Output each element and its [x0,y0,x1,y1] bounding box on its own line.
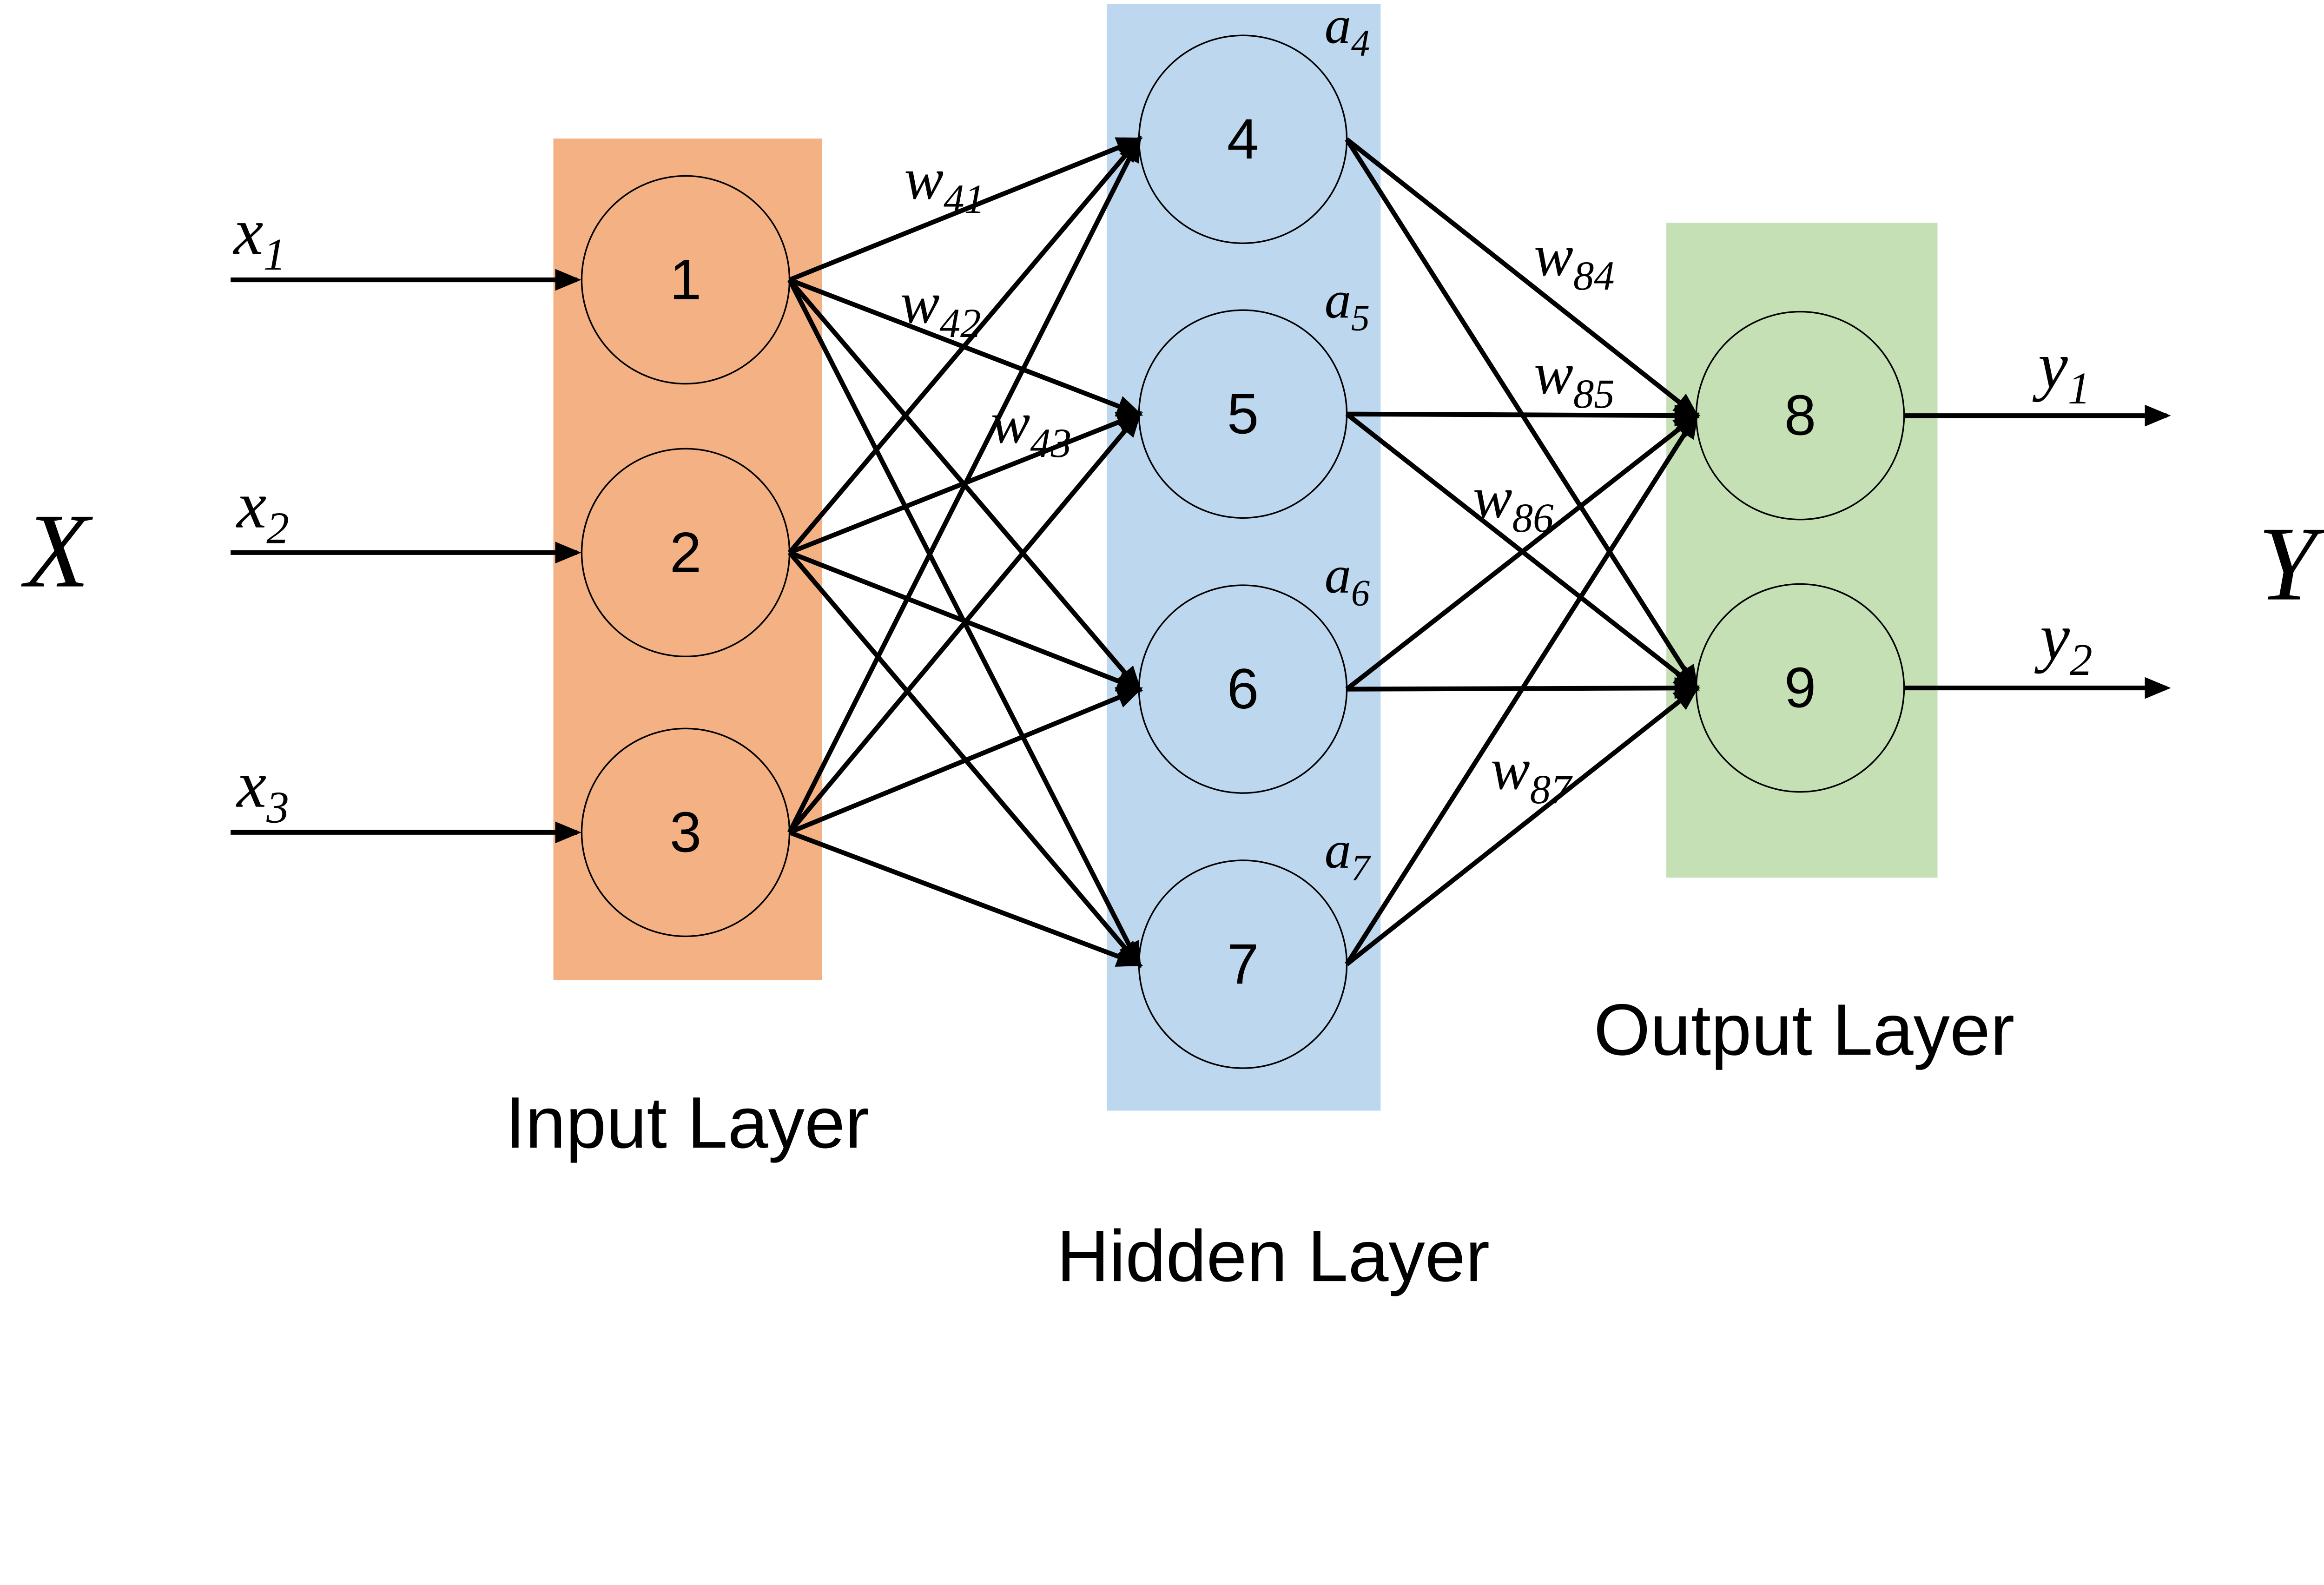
output-label-y1: y1 [2032,329,2091,414]
band-input-label: Input Layer [505,1082,870,1163]
weight-label-w85-base: w [1534,342,1573,407]
input-label-x2-subscript: 2 [266,503,289,553]
output-label-y2: y2 [2034,600,2093,685]
node-2-circle [581,448,791,658]
activation-label-a6-subscript: 6 [1351,572,1370,614]
edge-3-4 [787,135,1142,834]
input-label-x3-subscript: 3 [266,783,289,833]
edge-3-6 [788,687,1143,835]
weight-label-w85: w85 [1534,342,1615,417]
node-2-label: 2 [670,521,701,584]
weight-label-w87: w87 [1491,737,1573,812]
node-4-circle [1138,34,1348,244]
input-label-x3: x3 [236,748,289,833]
input-label-x2: x2 [236,469,289,554]
node-9-label: 9 [1784,656,1816,720]
edge-3-7 [788,830,1143,967]
node-8-label: 8 [1784,384,1816,448]
output-label-y2-subscript: 2 [2070,635,2093,685]
weight-label-w41: w41 [904,147,985,222]
node-4-label: 4 [1227,107,1259,171]
node-1-label: 1 [670,248,701,312]
edge-7-8 [1345,412,1699,966]
edge-6-8 [1345,413,1700,691]
node-7-label: 7 [1227,932,1259,996]
weight-label-w87-subscript: 87 [1530,767,1573,812]
node-9-circle [1695,583,1905,793]
weight-label-w86-subscript: 86 [1512,495,1554,541]
weight-label-w84-base: w [1534,224,1573,289]
weight-label-w41-subscript: 41 [944,177,985,222]
node-3-label: 3 [670,800,701,864]
band-input-rect [553,139,822,980]
node-6-circle [1138,584,1348,794]
node-7-circle [1138,859,1348,1069]
activation-label-a6-base: a [1325,545,1351,604]
activation-label-a4-subscript: 4 [1351,22,1370,64]
side-label-X: X [21,492,93,610]
node-8-circle [1695,310,1905,521]
activation-label-a5: a5 [1325,270,1370,338]
activation-label-a6: a6 [1325,545,1370,614]
output-label-y1-base: y [2032,329,2068,403]
weight-label-w84: w84 [1534,224,1615,299]
edge-3-5 [787,410,1142,834]
input-label-x2-base: x [236,469,266,542]
side-label-Y: Y [2258,505,2324,623]
weight-label-w86-base: w [1473,465,1512,530]
weight-label-w43-base: w [991,391,1030,456]
output-label-y2-base: y [2034,600,2070,674]
activation-label-a7-subscript: 7 [1351,847,1371,889]
weight-label-w42: w42 [900,271,981,346]
output-label-y1-subscript: 1 [2068,363,2091,414]
input-label-x1-base: x [233,195,264,269]
node-5-label: 5 [1227,382,1259,446]
band-hidden-label: Hidden Layer [1056,1215,1490,1297]
activation-label-a5-base: a [1325,270,1351,329]
node-6-label: 6 [1227,657,1259,721]
edge-7-9 [1345,685,1700,966]
input-label-x1: x1 [233,195,286,280]
activation-label-a7-base: a [1325,820,1351,879]
edge-2-4 [787,136,1142,555]
edge-1-4 [788,137,1143,282]
node-1-circle [581,175,791,385]
weight-label-w85-subscript: 85 [1573,371,1615,417]
weight-label-w43: w43 [991,391,1072,466]
edge-5-8 [1347,404,1701,427]
node-3-circle [581,727,791,938]
activation-label-a7: a7 [1325,820,1371,889]
weight-label-w87-base: w [1491,737,1530,802]
node-5-circle [1138,309,1348,519]
activation-label-a5-subscript: 5 [1351,297,1370,338]
input-label-x3-base: x [236,748,266,822]
weight-label-w42-subscript: 42 [940,301,981,346]
activation-label-a4-base: a [1325,0,1351,54]
activation-label-a4: a4 [1325,0,1370,64]
weight-label-w43-subscript: 43 [1030,421,1071,466]
input-label-x1-subscript: 1 [263,230,286,280]
weight-label-w84-subscript: 84 [1573,253,1615,299]
neural-network-diagram: 123456789w41w42w43w84w85w86w87a4a5a6a7x1… [20,0,2324,1297]
weight-label-w86: w86 [1473,465,1554,541]
weight-label-w42-base: w [900,271,940,336]
band-output-rect [1666,223,1938,878]
band-output-label: Output Layer [1594,989,2015,1070]
weight-label-w41-base: w [904,147,944,212]
edge-4-8 [1345,137,1700,418]
